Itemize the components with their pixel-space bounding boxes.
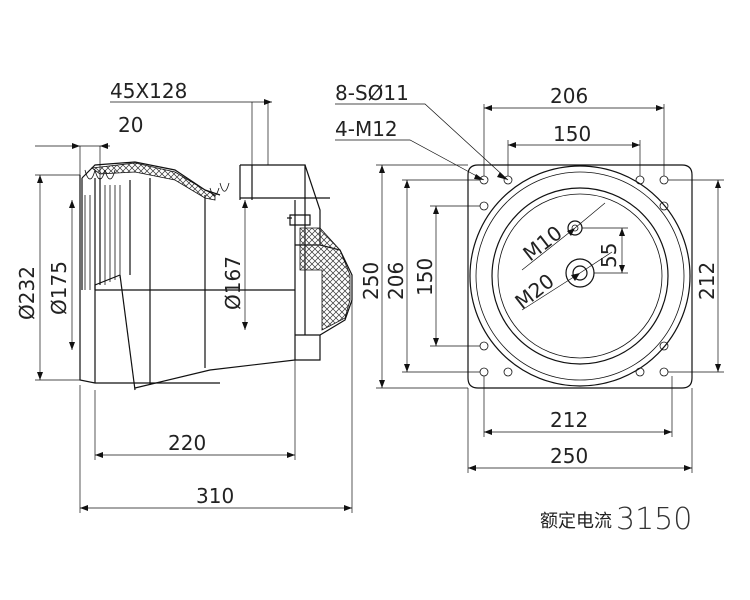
dim-212-bottom: 212 [550, 408, 588, 432]
dim-m20: M20 [510, 269, 558, 314]
side-view-dimensions: 45X128 20 Ø232 Ø175 Ø167 220 [15, 79, 353, 513]
dim-55: 55 [597, 243, 621, 268]
side-view [79, 161, 353, 391]
dim-250-bottom: 250 [550, 444, 588, 468]
dim-150-top: 150 [553, 122, 591, 146]
dim-250-left: 250 [359, 262, 383, 300]
dim-206-left: 206 [384, 262, 408, 300]
dim-4-m12: 4-M12 [335, 117, 398, 141]
dim-220: 220 [168, 431, 206, 455]
rating-value: 3150 [616, 502, 692, 537]
dim-212-right: 212 [695, 262, 719, 300]
dim-45x128: 45X128 [110, 79, 187, 103]
front-view-dimensions: 206 150 8-SØ11 4-M12 M10 M20 55 [335, 81, 724, 473]
rating-caption: 额定电流 [540, 511, 612, 532]
dim-d167: Ø167 [221, 256, 245, 310]
dim-8-so11: 8-SØ11 [335, 81, 409, 105]
front-view [467, 164, 693, 389]
dim-d232: Ø232 [15, 266, 39, 320]
rating-label: 额定电流 3150 [540, 502, 692, 537]
dim-310: 310 [196, 484, 234, 508]
dim-20: 20 [118, 113, 143, 137]
dim-m10: M10 [518, 221, 566, 266]
dim-d175: Ø175 [47, 261, 71, 315]
dim-206-top: 206 [550, 84, 588, 108]
dim-150-left: 150 [413, 258, 437, 296]
